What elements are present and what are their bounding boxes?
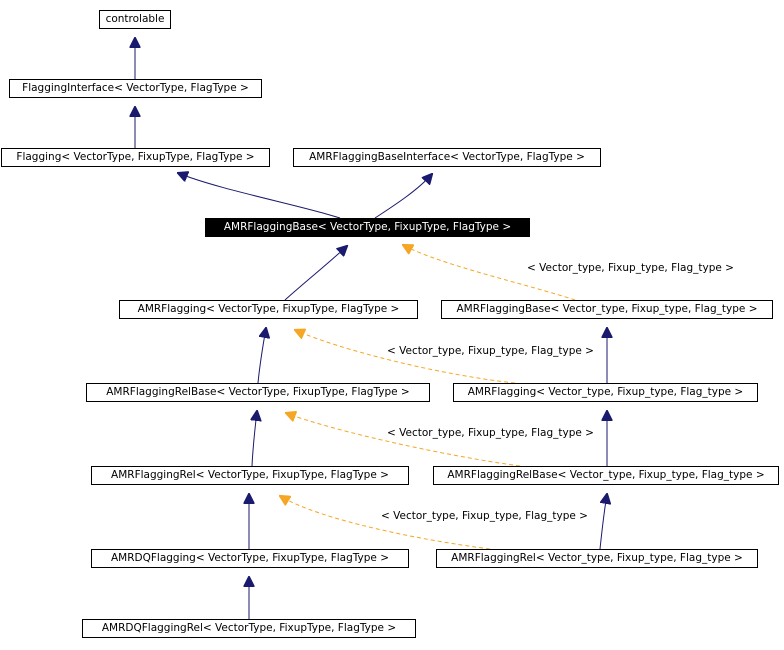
template-edge-amr_flagging_rel_inst-to-amr_flagging_rel: [280, 496, 491, 550]
class-node-amr-flagging-rel[interactable]: AMRFlaggingRel< VectorType, FixupType, F…: [91, 466, 409, 485]
edge-label-amr_flagging_inst: < Vector_type, Fixup_type, Flag_type >: [387, 345, 594, 357]
class-node-amr-flagging-inst[interactable]: AMRFlagging< Vector_type, Fixup_type, Fl…: [453, 383, 758, 402]
class-node-amrdq-flagging-rel[interactable]: AMRDQFlaggingRel< VectorType, FixupType,…: [82, 619, 416, 638]
inheritance-edge-amr_flagging_rel_base-to-amr_flagging: [257, 328, 266, 384]
class-node-flagging[interactable]: Flagging< VectorType, FixupType, FlagTyp…: [1, 148, 270, 167]
inheritance-edge-amr_flagging_rel_inst-to-amr_flagging_rel_base_inst: [599, 494, 607, 550]
inheritance-edge-amr_flagging_rel-to-amr_flagging_rel_base: [252, 411, 257, 467]
inheritance-edge-amr_flagging-to-amr_flagging_base: [284, 246, 347, 301]
template-edge-amr_flagging_base_inst-to-amr_flagging_base: [403, 245, 576, 301]
template-edge-amr_flagging_inst-to-amr_flagging: [295, 330, 516, 384]
class-node-controlable[interactable]: controlable: [99, 10, 171, 29]
edge-label-amr_flagging_base_inst: < Vector_type, Fixup_type, Flag_type >: [527, 262, 734, 274]
class-node-amrdq-flagging[interactable]: AMRDQFlagging< VectorType, FixupType, Fl…: [91, 549, 409, 568]
inheritance-edge-amr_flagging_base-to-flagging: [178, 173, 341, 219]
edge-label-amr_flagging_rel_inst: < Vector_type, Fixup_type, Flag_type >: [381, 510, 588, 522]
inheritance-edge-amr_flagging_base-to-amr_flagging_base_interface: [374, 174, 432, 219]
template-edge-amr_flagging_rel_base_inst-to-amr_flagging_rel_base: [286, 413, 521, 467]
class-node-amr-flagging-base-inst[interactable]: AMRFlaggingBase< Vector_type, Fixup_type…: [441, 300, 773, 319]
class-node-amr-flagging-base: AMRFlaggingBase< VectorType, FixupType, …: [205, 218, 530, 237]
class-node-amr-flagging-rel-inst[interactable]: AMRFlaggingRel< Vector_type, Fixup_type,…: [436, 549, 758, 568]
class-node-amr-flagging-rel-base[interactable]: AMRFlaggingRelBase< VectorType, FixupTyp…: [86, 383, 430, 402]
class-node-amr-flagging-rel-base-inst[interactable]: AMRFlaggingRelBase< Vector_type, Fixup_t…: [433, 466, 779, 485]
class-node-amr-flagging[interactable]: AMRFlagging< VectorType, FixupType, Flag…: [119, 300, 418, 319]
edge-label-amr_flagging_rel_base_inst: < Vector_type, Fixup_type, Flag_type >: [387, 427, 594, 439]
class-node-flagging-interface[interactable]: FlaggingInterface< VectorType, FlagType …: [9, 79, 262, 98]
class-node-amr-flagging-base-interface[interactable]: AMRFlaggingBaseInterface< VectorType, Fl…: [293, 148, 601, 167]
